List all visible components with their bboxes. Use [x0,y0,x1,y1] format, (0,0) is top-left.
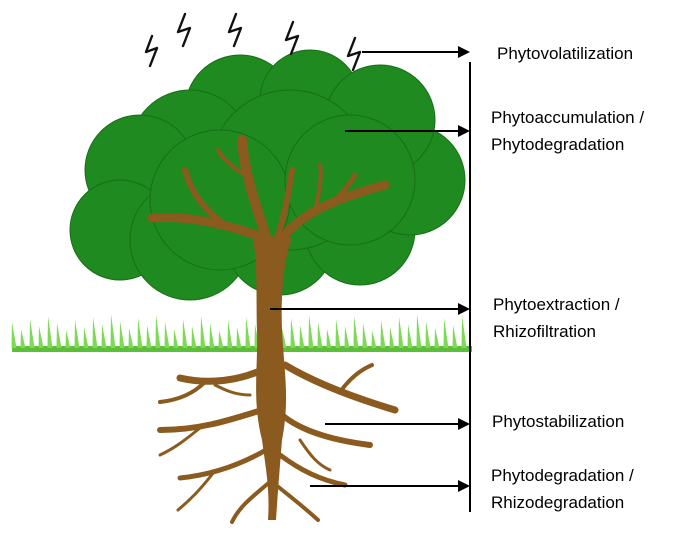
grass-blade [84,327,89,348]
grass-blade [408,324,413,348]
grass-blade [183,319,188,348]
grass-blade [75,320,80,348]
grass-blade [381,320,386,348]
arrow-head [458,125,470,137]
grass-blade [327,329,332,348]
grass-blade [291,318,296,348]
label-line: Phytoaccumulation / [491,104,644,131]
grass-blade [66,330,71,348]
label-phytodegradation-rhizodegradation: Phytodegradation / Rhizodegradation [491,462,634,516]
grass-blade [345,326,350,348]
grass-blade [21,329,26,348]
grass-blade [417,314,422,348]
grass-blade [354,316,359,348]
grass-blade [390,327,395,348]
grass-blade [237,327,242,348]
label-line: Phytodegradation [491,131,644,158]
grass-blade [426,321,431,348]
grass-blade [57,323,62,348]
grass-blade [30,319,35,348]
arrow-head [458,303,470,315]
arrow-head [458,46,470,58]
grass-blade [246,317,251,348]
grass-blade [453,325,458,348]
grass-blade [111,314,116,348]
label-phytovolatilization: Phytovolatilization [497,40,633,67]
grass-blade [372,330,377,348]
grass-blade [192,326,197,348]
grass-blade [129,328,134,348]
arrow-head [458,418,470,430]
label-line: Rhizofiltration [493,318,620,345]
grass-blade [336,319,341,348]
grass-blade [147,325,152,348]
grass-icon [12,314,473,352]
label-phytostabilization: Phytostabilization [492,408,624,435]
label-line: Rhizodegradation [491,489,634,516]
grass-blade [156,315,161,348]
arrow-head [458,480,470,492]
grass-blade [300,325,305,348]
label-line: Phytoextraction / [493,291,620,318]
grass-blade [444,318,449,348]
grass-blade [120,321,125,348]
grass-blade [435,328,440,348]
grass-blade [363,323,368,348]
grass-blade [93,317,98,348]
grass-blade [462,315,467,348]
grass-blade [138,318,143,348]
grass-blade [12,322,17,348]
label-phytoextraction: Phytoextraction / Rhizofiltration [493,291,620,345]
grass-blade [39,326,44,348]
grass-blade [174,329,179,348]
grass-blade [165,322,170,348]
grass-blade [48,316,53,348]
grass-blade [228,320,233,348]
label-phytoaccumulation: Phytoaccumulation / Phytodegradation [491,104,644,158]
label-line: Phytostabilization [492,408,624,435]
grass-blade [102,324,107,348]
grass-blade [318,322,323,348]
grass-blade [201,316,206,348]
label-line: Phytovolatilization [497,40,633,67]
label-line: Phytodegradation / [491,462,634,489]
grass-blade [219,330,224,348]
grass-blade [309,315,314,348]
grass-blade [210,323,215,348]
grass-blade [399,317,404,348]
